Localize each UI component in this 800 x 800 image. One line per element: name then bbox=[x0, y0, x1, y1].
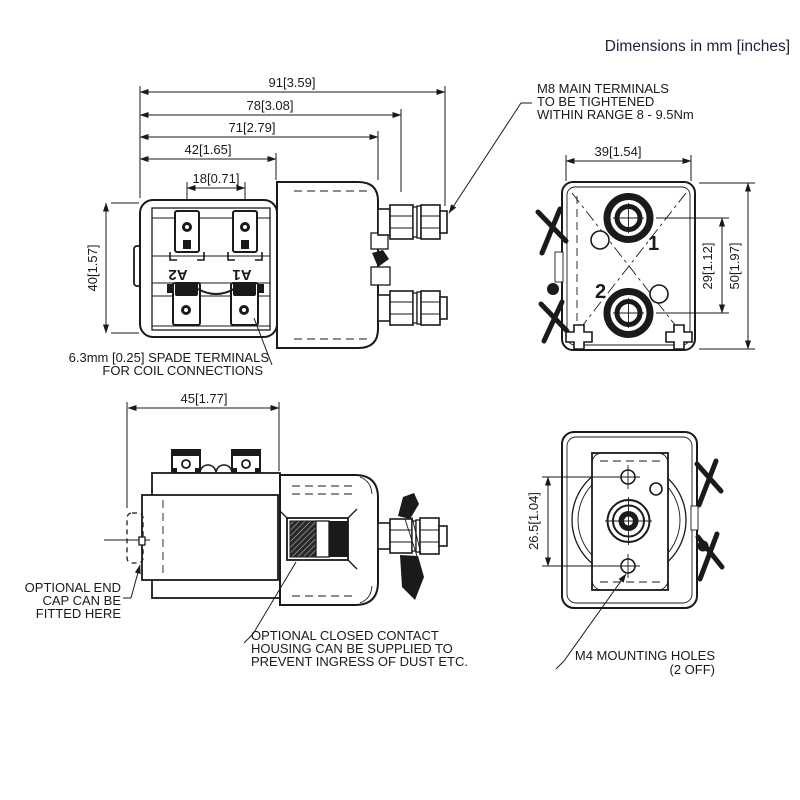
spade-callout: 6.3mm [0.25] SPADE TERMINALS FOR COIL CO… bbox=[69, 317, 273, 378]
front-view: 39[1.54] 1 bbox=[535, 144, 755, 351]
page-title: Dimensions in mm [inches] bbox=[605, 38, 790, 55]
m8-callout-line3: WITHIN RANGE 8 - 9.5Nm bbox=[537, 107, 694, 122]
dim-39: 39[1.54] bbox=[565, 144, 692, 181]
vent-hole-1 bbox=[590, 230, 610, 250]
dim-42: 42[1.65] bbox=[139, 142, 277, 180]
terminal-arcs bbox=[199, 464, 233, 474]
dim-78-text: 78[3.08] bbox=[247, 98, 294, 113]
m4-hole-bottom bbox=[616, 554, 640, 578]
label-a1: A1 bbox=[232, 266, 251, 283]
dim-40-text: 40[1.57] bbox=[85, 245, 100, 292]
dim-50: 50[1.97] bbox=[699, 182, 755, 350]
dim-40: 40[1.57] bbox=[85, 202, 139, 334]
dim-50-text: 50[1.97] bbox=[727, 243, 742, 290]
m8-stud-bottom bbox=[377, 290, 448, 326]
top-view: 91[3.59] 78[3.08] 71[2.79] 42[1.65] 18[0… bbox=[69, 75, 694, 378]
coil-tube bbox=[141, 494, 279, 581]
spade-callout-line1: 6.3mm [0.25] SPADE TERMINALS bbox=[69, 350, 270, 365]
m8-stud-top bbox=[377, 204, 448, 240]
m4-leader-line bbox=[563, 573, 627, 662]
m4-callout-line1: M4 MOUNTING HOLES bbox=[575, 648, 715, 663]
housing-callout-line1: OPTIONAL CLOSED CONTACT bbox=[251, 628, 439, 643]
main-terminal-1 bbox=[603, 193, 654, 243]
front-left-spades bbox=[535, 206, 570, 344]
spring-clip-bottom bbox=[400, 555, 424, 600]
contact-hatch bbox=[289, 520, 317, 558]
dim-91-text: 91[3.59] bbox=[269, 75, 316, 90]
coil-terminal-bottom-left bbox=[167, 282, 201, 326]
endcap-callout: OPTIONAL END CAP CAN BE FITTED HERE bbox=[25, 564, 141, 621]
dim-45-text: 45[1.77] bbox=[181, 391, 228, 406]
dim-26-5: 26.5[1.04] bbox=[526, 476, 619, 567]
m8-callout-line2: TO BE TIGHTENED bbox=[537, 94, 654, 109]
vent-hole-2 bbox=[649, 284, 669, 304]
label-a2: A2 bbox=[168, 266, 187, 283]
mount-foot-left bbox=[565, 324, 593, 350]
dim-91: 91[3.59] bbox=[139, 75, 446, 206]
housing-leader-line bbox=[252, 561, 297, 635]
dim-45: 45[1.77] bbox=[126, 391, 280, 508]
spring-clip-top bbox=[398, 493, 419, 519]
label-terminal-2: 2 bbox=[595, 281, 606, 303]
contact-housing bbox=[279, 474, 379, 606]
spade-callout-line2: FOR COIL CONNECTIONS bbox=[102, 363, 263, 378]
housing-callout-line2: HOUSING CAN BE SUPPLIED TO bbox=[251, 641, 453, 656]
endcap-callout-line3: FITTED HERE bbox=[36, 606, 122, 621]
rear-vent-hole bbox=[649, 482, 663, 496]
endcap-callout-line2: CAP CAN BE bbox=[42, 593, 121, 608]
side-spade-right bbox=[231, 449, 261, 474]
dim-29-text: 29[1.12] bbox=[700, 243, 715, 290]
endcap-callout-line1: OPTIONAL END bbox=[25, 580, 121, 595]
rear-coil-screw bbox=[697, 540, 709, 552]
coil-terminal-top-right bbox=[227, 210, 263, 261]
dim-39-text: 39[1.54] bbox=[595, 144, 642, 159]
dim-78: 78[3.08] bbox=[139, 98, 402, 192]
m8-leader-line bbox=[448, 102, 522, 214]
dim-71-text: 71[2.79] bbox=[229, 120, 276, 135]
side-spade-left bbox=[171, 449, 201, 474]
dim-42-text: 42[1.65] bbox=[185, 142, 232, 157]
m4-callout: M4 MOUNTING HOLES (2 OFF) bbox=[555, 573, 716, 677]
rear-right-spades bbox=[690, 458, 725, 582]
center-boss bbox=[605, 497, 652, 545]
rear-view: 26.5[1.04] M4 MOUNTING HOLES (2 OFF) bbox=[526, 431, 725, 677]
dim-29: 29[1.12] bbox=[656, 217, 729, 314]
coil-terminal-bottom-right bbox=[230, 282, 264, 326]
side-view: 45[1.77] bbox=[25, 391, 468, 669]
housing-callout: OPTIONAL CLOSED CONTACT HOUSING CAN BE S… bbox=[243, 561, 468, 669]
m4-callout-line2: (2 OFF) bbox=[670, 662, 716, 677]
endcap-leader-line bbox=[130, 564, 141, 599]
spade-leader-line bbox=[253, 317, 273, 366]
housing-callout-line3: PREVENT INGRESS OF DUST ETC. bbox=[251, 654, 468, 669]
m4-hole-top bbox=[616, 465, 640, 489]
coil-jumper-wire bbox=[197, 288, 235, 295]
m8-callout-line1: M8 MAIN TERMINALS bbox=[537, 81, 669, 96]
dim-26-5-text: 26.5[1.04] bbox=[526, 492, 541, 550]
cylinder-housing bbox=[276, 181, 379, 349]
m8-callout: M8 MAIN TERMINALS TO BE TIGHTENED WITHIN… bbox=[448, 81, 694, 214]
label-terminal-1: 1 bbox=[648, 233, 659, 255]
dim-71: 71[2.79] bbox=[139, 120, 379, 180]
dim-18-text: 18[0.71] bbox=[193, 171, 240, 186]
coil-terminal-top-left bbox=[169, 210, 205, 261]
optional-end-cap bbox=[126, 512, 146, 564]
mount-foot-right bbox=[665, 324, 693, 350]
coil-screw bbox=[547, 283, 559, 295]
main-terminal-2 bbox=[603, 288, 654, 338]
m8-stud-side bbox=[377, 493, 448, 600]
